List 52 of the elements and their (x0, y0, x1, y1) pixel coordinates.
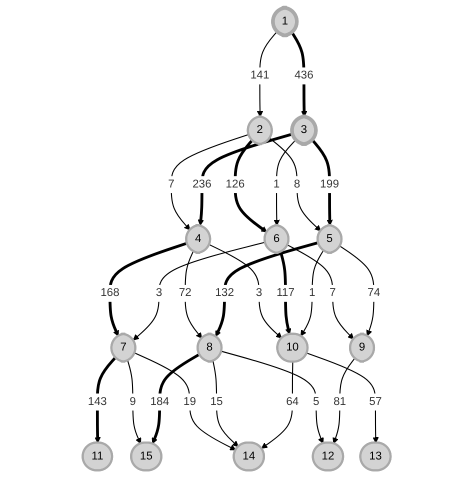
edge-label: 1 (274, 178, 280, 190)
arrow (312, 139, 334, 226)
arrow (216, 241, 320, 337)
edge-label: 3 (156, 286, 163, 300)
arrow (108, 242, 188, 337)
edge-label: 436 (294, 70, 314, 82)
arrow (291, 32, 308, 118)
arrow (332, 358, 356, 444)
arrow (212, 360, 240, 448)
arrow (152, 353, 201, 444)
edge-label: 57 (370, 396, 382, 408)
arrow (262, 362, 294, 449)
edge-label: 8 (294, 178, 301, 190)
arrow (222, 350, 324, 444)
arrow (133, 242, 266, 340)
arrow (198, 132, 294, 226)
arrow (307, 352, 380, 444)
edge-label: 7 (168, 178, 175, 190)
arrow (94, 356, 117, 444)
arrow (234, 139, 268, 232)
edge-label: 199 (320, 178, 340, 190)
edge-label: 117 (276, 286, 295, 300)
edge-label: 7 (330, 286, 336, 300)
edge-label: 184 (150, 396, 170, 408)
edge-label: 72 (179, 286, 192, 300)
arrow (288, 244, 354, 340)
arrow (257, 31, 278, 118)
arrow (270, 138, 322, 232)
arrow (300, 250, 324, 336)
arrow (340, 246, 375, 336)
edge-label: 126 (226, 178, 246, 190)
arrow (134, 352, 236, 450)
edge-label: 81 (334, 396, 347, 408)
edge-label: 74 (368, 286, 381, 300)
arrow (280, 252, 292, 335)
arrow (185, 251, 203, 339)
edge-label: 5 (313, 396, 320, 408)
edge-label: 168 (100, 286, 120, 300)
arrow (274, 139, 297, 226)
edge-label: 143 (88, 396, 108, 408)
edge-label: 1 (309, 286, 316, 300)
edge-label: 141 (250, 70, 270, 82)
arrow (210, 244, 282, 339)
edge-label: 3 (256, 286, 263, 300)
edge-label: 236 (192, 178, 212, 190)
edge-label: 64 (286, 396, 300, 408)
edge-label: 19 (184, 396, 196, 408)
edge-label: 15 (210, 396, 224, 408)
edge-label: 9 (130, 396, 136, 408)
arrow (128, 360, 142, 444)
edge-label: 132 (215, 286, 234, 300)
arrow (171, 134, 250, 230)
